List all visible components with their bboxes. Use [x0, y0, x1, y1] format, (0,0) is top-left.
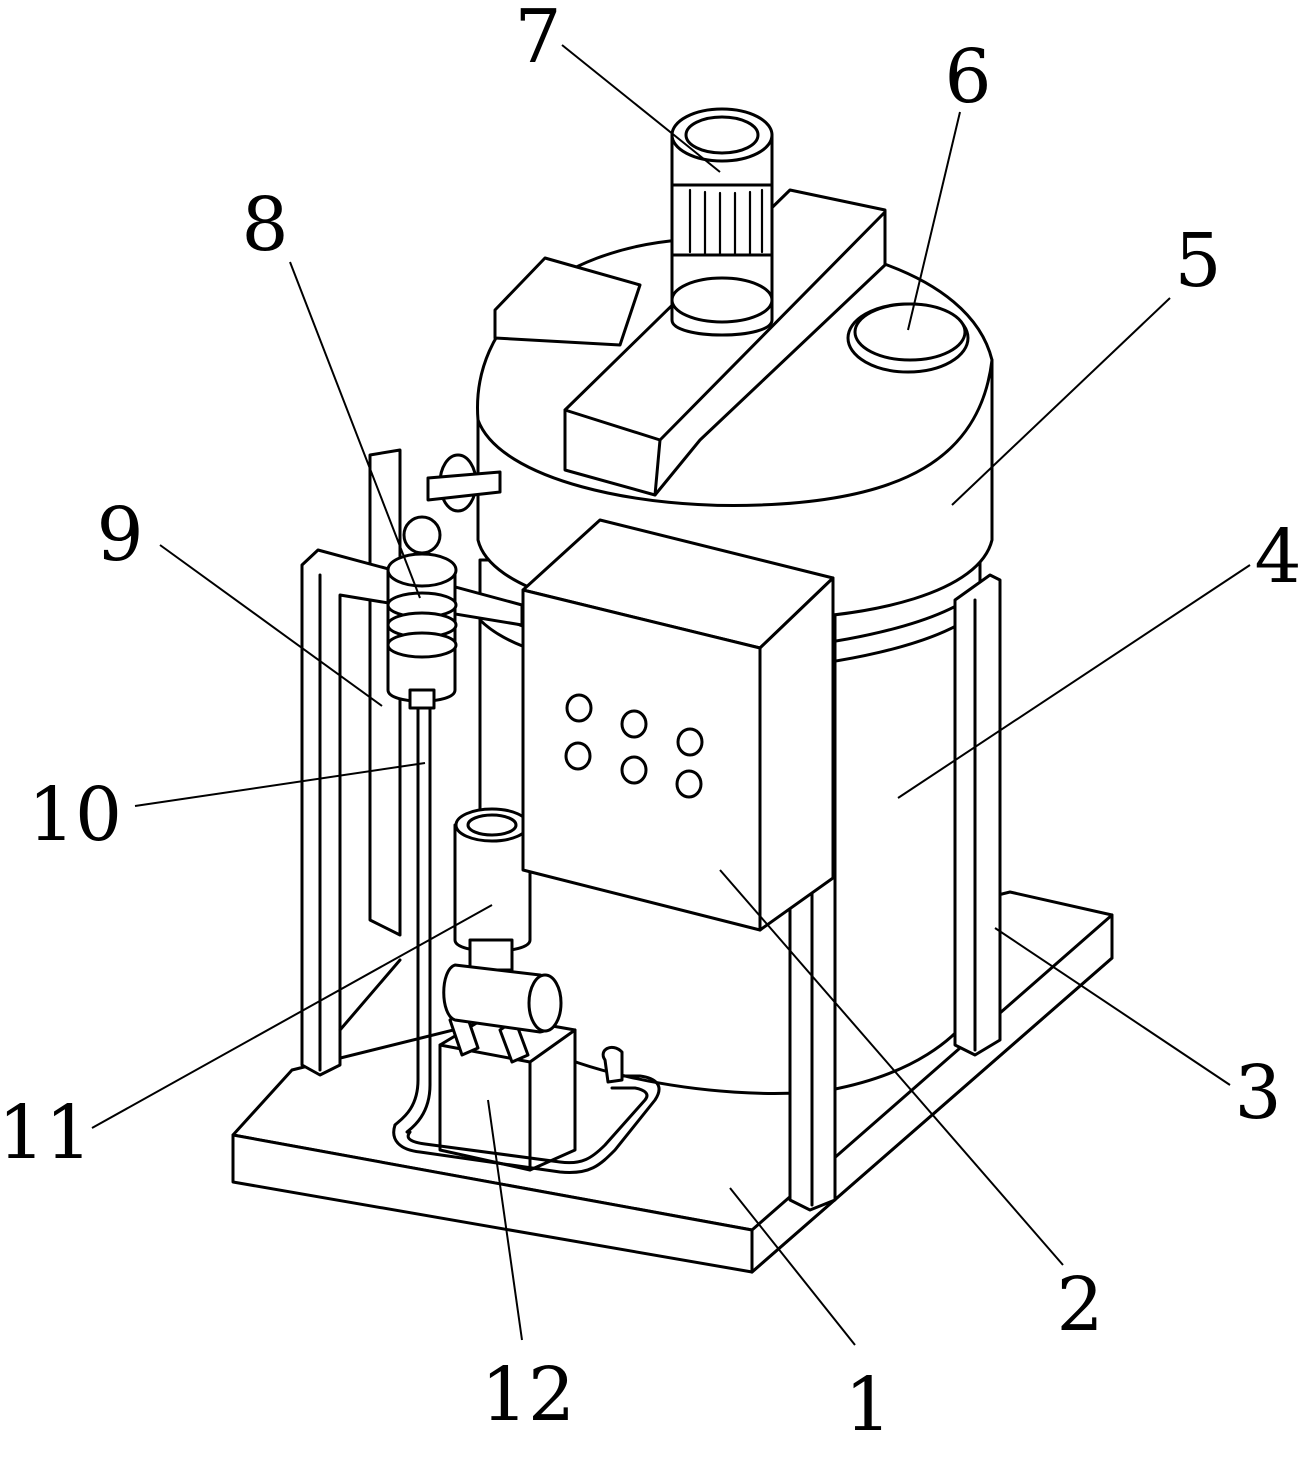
leader-11 — [91, 904, 493, 1129]
stirring-motor — [670, 107, 774, 337]
leader-2 — [719, 869, 1064, 1266]
control-cabinet — [521, 518, 835, 932]
control-button-3[interactable] — [676, 727, 704, 757]
leader-1 — [729, 1187, 856, 1346]
label-10: 10 — [28, 772, 122, 858]
label-8: 8 — [241, 182, 288, 268]
pump-assembly — [392, 963, 661, 1175]
control-button-2[interactable] — [620, 709, 648, 739]
leader-5 — [951, 297, 1171, 506]
leader-lines — [91, 44, 1251, 1346]
control-buttons — [564, 693, 704, 799]
label-9: 9 — [96, 492, 143, 578]
leader-3 — [994, 927, 1231, 1086]
leader-10 — [134, 762, 426, 807]
control-button-4[interactable] — [564, 741, 592, 771]
leader-8 — [289, 261, 421, 599]
control-button-6[interactable] — [675, 769, 703, 799]
part-labels: 1 2 3 4 5 6 7 8 9 10 11 12 — [0, 0, 1302, 1448]
feed-port — [846, 302, 970, 374]
leader-6 — [907, 111, 961, 331]
label-6: 6 — [944, 34, 991, 120]
leader-4 — [897, 564, 1251, 799]
label-4: 4 — [1254, 514, 1301, 600]
label-12: 12 — [481, 1352, 575, 1438]
label-7: 7 — [514, 0, 561, 80]
dosing-pipe — [393, 706, 432, 1134]
leader-7 — [561, 44, 721, 173]
label-3: 3 — [1234, 1050, 1281, 1136]
bracket-frame — [300, 548, 524, 1077]
control-button-1[interactable] — [565, 693, 593, 723]
discharge-pipe — [453, 807, 532, 972]
label-2: 2 — [1056, 1262, 1103, 1348]
leader-12 — [487, 1099, 523, 1341]
label-11: 11 — [0, 1090, 92, 1176]
motor-mount — [493, 188, 887, 497]
label-5: 5 — [1174, 218, 1221, 304]
control-button-5[interactable] — [620, 755, 648, 785]
label-1: 1 — [844, 1362, 891, 1448]
dosing-pump — [386, 453, 502, 710]
leader-9 — [159, 544, 383, 707]
